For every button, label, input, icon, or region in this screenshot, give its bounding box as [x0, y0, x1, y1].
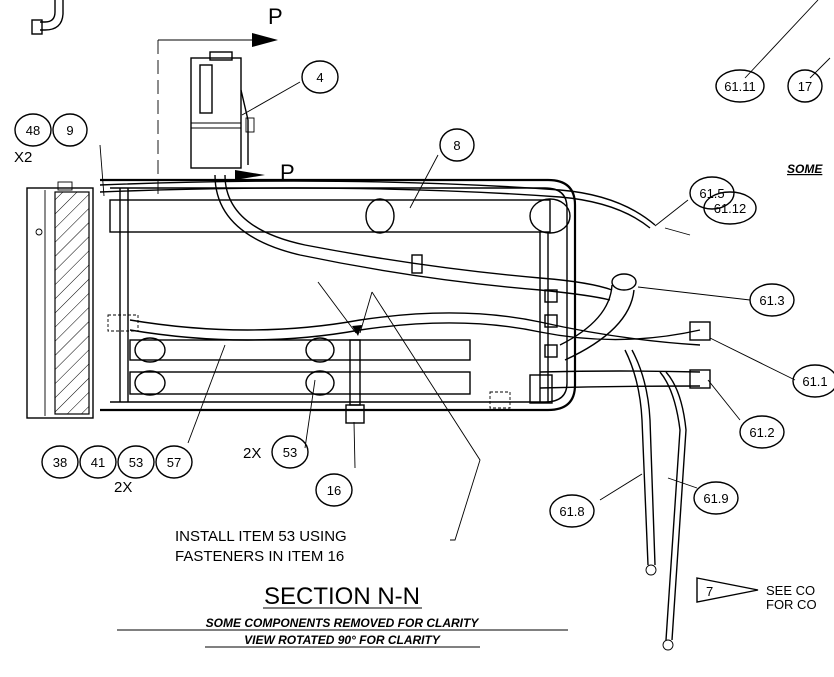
balloon-41: 41: [91, 455, 105, 470]
install-note-line2: FASTENERS IN ITEM 16: [175, 548, 344, 565]
qty-x2: X2: [14, 149, 32, 166]
balloon-16: 16: [327, 483, 341, 498]
balloon-61-9: 61.9: [703, 491, 728, 506]
cooler-core: [26, 181, 94, 419]
balloon-61-3: 61.3: [759, 293, 784, 308]
balloon-61-2: 61.2: [749, 425, 774, 440]
balloon-61-8: 61.8: [559, 504, 584, 519]
section-cut-line-p: [157, 33, 278, 195]
leader-lines: [99, 0, 831, 541]
balloon-53-a: 53: [283, 445, 297, 460]
see-note-line2: FOR CO: [766, 597, 817, 612]
qty-2x-a: 2X: [243, 445, 261, 462]
reservoir-tank: [190, 51, 301, 169]
rotated-note: VIEW ROTATED 90° FOR CLARITY: [244, 633, 441, 647]
hose-routing: [99, 174, 711, 651]
balloon-48: 48: [26, 123, 40, 138]
removed-note: SOME COMPONENTS REMOVED FOR CLARITY: [206, 616, 480, 630]
balloon-61-11: 61.11: [724, 79, 756, 94]
balloon-53-b: 53: [129, 455, 143, 470]
see-note-line1: SEE CO: [766, 583, 815, 598]
view-letter-p-mid: P: [280, 160, 295, 185]
balloon-61-1: 61.1: [802, 374, 827, 389]
main-frame: [100, 178, 577, 424]
balloon-57: 57: [167, 455, 181, 470]
view-letter-p-top: P: [268, 4, 283, 29]
install-note-line1: INSTALL ITEM 53 USING: [175, 528, 347, 545]
balloon-8: 8: [453, 138, 460, 153]
section-title: SECTION N-N: [264, 583, 420, 610]
flag-number: 7: [706, 584, 713, 599]
qty-2x-b: 2X: [114, 479, 132, 496]
some-note-fragment: SOME: [787, 162, 823, 176]
item-balloons: [14, 60, 834, 528]
flag-note-7: [696, 577, 759, 603]
balloon-38: 38: [53, 455, 67, 470]
balloon-17: 17: [798, 79, 812, 94]
balloon-9: 9: [66, 123, 73, 138]
balloon-4: 4: [316, 70, 323, 85]
balloon-61-5: 61.5: [699, 186, 724, 201]
elbow-fitting: [31, 0, 64, 35]
balloon-61-12: 61.12: [714, 201, 747, 216]
